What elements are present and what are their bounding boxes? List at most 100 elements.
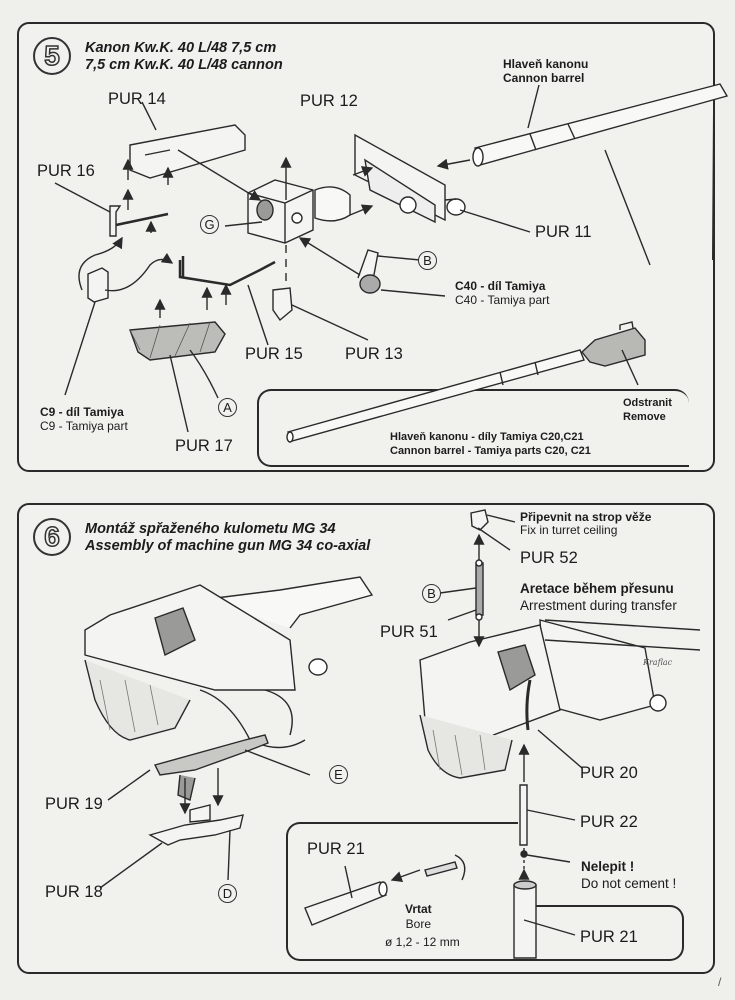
d-leader bbox=[227, 829, 231, 881]
page-mark: / bbox=[718, 975, 722, 989]
tamiya-barrel-part bbox=[286, 321, 646, 443]
pur21-vertical-part bbox=[513, 868, 576, 959]
part-label-pur51: PUR 51 bbox=[380, 623, 438, 641]
pur52-leader bbox=[477, 527, 511, 551]
pur22-leader bbox=[526, 809, 576, 821]
arrest-label: Aretace během přesunu Arrestment during … bbox=[520, 580, 677, 614]
step-5-title: Kanon Kw.K. 40 L/48 7,5 cm 7,5 cm Kw.K. … bbox=[85, 40, 283, 74]
c9-leader bbox=[64, 301, 96, 396]
noglue-leader bbox=[526, 854, 571, 863]
part-label-pur17: PUR 17 bbox=[175, 437, 233, 455]
fix-leader bbox=[486, 514, 516, 523]
pur17-leader bbox=[169, 354, 189, 433]
arrest-label-cz: Aretace během přesunu bbox=[520, 581, 674, 596]
tamiya-barrel-label: Hlaveň kanonu - díly Tamiya C20,C21 Cann… bbox=[390, 430, 591, 458]
noglue-label-en: Do not cement ! bbox=[581, 876, 677, 891]
part-label-pur20: PUR 20 bbox=[580, 764, 638, 782]
a-leader bbox=[189, 349, 219, 399]
gun-assembly-right bbox=[419, 619, 701, 779]
step-5-title-cz: Kanon Kw.K. 40 L/48 7,5 cm bbox=[85, 40, 277, 56]
bore-label-en: Bore bbox=[405, 917, 432, 931]
mantlet-part bbox=[354, 133, 531, 233]
remove-label: Odstranit Remove bbox=[623, 396, 672, 424]
bore-detail-box bbox=[286, 822, 518, 961]
part-label-pur16: PUR 16 bbox=[37, 162, 95, 180]
pur13-part bbox=[272, 287, 369, 341]
signature: Kraflac bbox=[643, 658, 673, 667]
pur21-bore-leader bbox=[344, 865, 353, 899]
step-6-title-cz: Montáž spřaženého kulometu MG 34 bbox=[85, 521, 336, 537]
noglue-label: Nelepit ! Do not cement ! bbox=[581, 858, 676, 892]
part-label-pur19: PUR 19 bbox=[45, 795, 103, 813]
tamiya-barrel-label-en: Cannon barrel - Tamiya parts C20, C21 bbox=[390, 445, 591, 457]
noglue-label-cz: Nelepit ! bbox=[581, 859, 635, 874]
pur15-leader bbox=[247, 284, 269, 346]
bore-label-cz: Vrtat bbox=[405, 902, 432, 916]
marker-b-step5: B bbox=[418, 251, 437, 270]
pur19-leader bbox=[107, 769, 151, 801]
pur22-part bbox=[518, 743, 576, 875]
pur15-part bbox=[178, 256, 276, 346]
bore-label: Vrtat Bore bbox=[405, 902, 432, 932]
mount-part bbox=[99, 804, 244, 889]
part-label-pur21: PUR 21 bbox=[580, 928, 638, 946]
c40-part bbox=[298, 237, 446, 297]
remove-label-cz: Odstranit bbox=[623, 397, 672, 409]
step-5-number: 5 bbox=[33, 37, 71, 75]
barrel-label-en: Cannon barrel bbox=[503, 71, 585, 85]
step-6-number: 6 bbox=[33, 518, 71, 556]
part-label-pur52: PUR 52 bbox=[520, 549, 578, 567]
marker-g: G bbox=[200, 215, 219, 234]
gun-assembly-left bbox=[84, 576, 374, 749]
c9-label-cz: C9 - díl Tamiya bbox=[40, 405, 124, 419]
fix-label: Připevnit na strop věže Fix in turret ce… bbox=[520, 511, 651, 537]
step-5-panel bbox=[17, 22, 715, 472]
marker-d: D bbox=[218, 884, 237, 903]
c9-label: C9 - díl Tamiya C9 - Tamiya part bbox=[40, 405, 128, 433]
pur18-leader bbox=[99, 842, 163, 889]
pur21-box bbox=[516, 905, 684, 961]
leader-line bbox=[604, 149, 651, 266]
bore-size-label: ø 1,2 - 12 mm bbox=[385, 935, 460, 949]
pur16-part bbox=[54, 182, 169, 237]
part-label-pur18: PUR 18 bbox=[45, 883, 103, 901]
c40-label-en: C40 - Tamiya part bbox=[455, 293, 550, 307]
pur13-leader bbox=[291, 304, 369, 341]
pur14-leader bbox=[141, 101, 157, 131]
marker-b-step6: B bbox=[422, 584, 441, 603]
barrel-label-cz: Hlaveň kanonu bbox=[503, 57, 589, 71]
part-label-pur12: PUR 12 bbox=[300, 92, 358, 110]
remove-leader bbox=[621, 349, 639, 386]
fix-label-en: Fix in turret ceiling bbox=[520, 523, 618, 537]
part-label-pur14: PUR 14 bbox=[108, 90, 166, 108]
c40-leader bbox=[380, 289, 446, 297]
pur14-part bbox=[122, 101, 262, 201]
b-leader bbox=[377, 255, 421, 261]
breech-block-part bbox=[224, 156, 374, 285]
pur51-leader bbox=[447, 609, 477, 621]
pur16-leader bbox=[54, 182, 111, 213]
cannon-barrel-part bbox=[472, 83, 729, 167]
step-6-title: Montáž spřaženého kulometu MG 34 Assembl… bbox=[85, 521, 370, 555]
pur20-leader bbox=[537, 729, 583, 769]
pur21-bore-part bbox=[304, 854, 466, 926]
step-5-title-en: 7,5 cm Kw.K. 40 L/48 cannon bbox=[85, 57, 283, 73]
pur17-part bbox=[129, 298, 226, 433]
part-label-pur21-bore: PUR 21 bbox=[307, 840, 365, 858]
fix-label-cz: Připevnit na strop věže bbox=[520, 510, 652, 524]
barrel-label: Hlaveň kanonu Cannon barrel bbox=[503, 57, 588, 85]
pur21-leader bbox=[523, 919, 576, 936]
arrest-label-en: Arrestment during transfer bbox=[520, 598, 677, 613]
barrel-leader bbox=[527, 84, 540, 129]
pur51-part bbox=[439, 559, 485, 648]
c40-label-cz: C40 - díl Tamiya bbox=[455, 279, 546, 293]
remove-label-en: Remove bbox=[623, 411, 666, 423]
c9-part bbox=[64, 236, 174, 396]
pur11-leader bbox=[459, 209, 531, 233]
marker-a: A bbox=[218, 398, 237, 417]
e-leader bbox=[244, 749, 311, 776]
part-label-pur22: PUR 22 bbox=[580, 813, 638, 831]
marker-e: E bbox=[329, 765, 348, 784]
